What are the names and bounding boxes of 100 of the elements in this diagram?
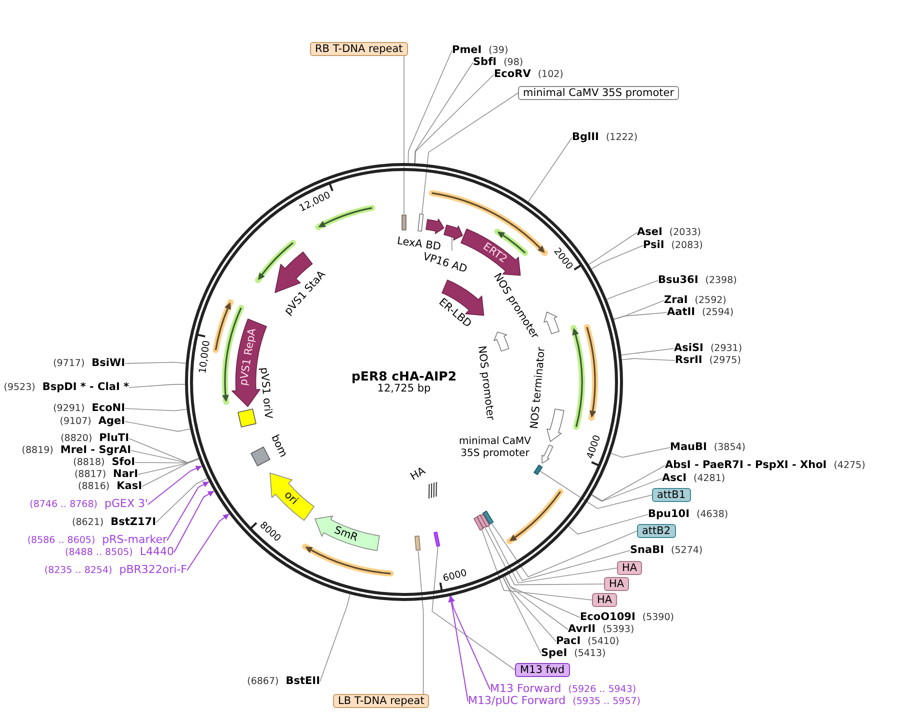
enzyme-name: PacI xyxy=(556,635,581,647)
primer-name: pBR322ori-F xyxy=(119,564,187,576)
site-position: (2592) xyxy=(694,295,726,307)
enzyme-name: AatII xyxy=(667,306,696,318)
enzyme-name: AseI xyxy=(637,226,662,238)
enzyme-name: BstEII xyxy=(286,675,320,687)
site-position: (4281) xyxy=(694,473,726,485)
site-position: (9717) xyxy=(53,358,85,370)
leader-line xyxy=(591,478,662,502)
leader-line xyxy=(620,348,674,356)
site-position: (8820) xyxy=(60,433,92,445)
leader-line xyxy=(414,62,474,164)
leader-line xyxy=(142,458,200,487)
leader-line xyxy=(568,514,648,535)
leader-line xyxy=(588,232,638,265)
primer-location: (8586 .. 8605) xyxy=(27,535,96,547)
leader-line xyxy=(124,408,188,412)
primer-name: pRS-marker xyxy=(102,534,167,546)
enzyme-name: EcoRV xyxy=(494,68,531,80)
site-position: (1222) xyxy=(606,132,638,144)
site-position: (98) xyxy=(504,57,524,69)
leader-line xyxy=(502,576,556,642)
leader-line xyxy=(130,450,200,464)
leader-line xyxy=(484,528,604,586)
enzyme-name: KasI xyxy=(116,480,142,492)
leader-line xyxy=(408,50,452,164)
leader-line xyxy=(166,481,210,541)
feature-label: minimal CaMV 35S promoter xyxy=(458,436,532,460)
leader-line xyxy=(148,466,202,505)
leader-line xyxy=(414,74,494,164)
scale-label: 10,000 xyxy=(197,340,212,374)
site-position: (5393) xyxy=(602,624,634,636)
enzyme-name: Bsu36I xyxy=(658,274,698,286)
feature-tag: attB2 xyxy=(637,524,676,538)
enzyme-name: MreI - SgrAI xyxy=(60,444,131,456)
scale-label: 4000 xyxy=(585,434,604,460)
enzyme-name: BspDI * - ClaI * xyxy=(42,381,129,393)
feature-tag: M13 fwd xyxy=(515,663,570,677)
enzyme-name: PluTI xyxy=(99,432,129,444)
leader-line xyxy=(613,312,668,320)
leader-line xyxy=(128,438,200,463)
leader-line xyxy=(502,576,542,654)
feature-tag: HA xyxy=(617,561,642,575)
site-position: (9291) xyxy=(53,403,85,415)
enzyme-name: RsrII xyxy=(675,354,702,366)
primer-name: M13/pUC Forward xyxy=(468,695,566,707)
plasmid-name: pER8 cHA-AIP2 xyxy=(351,369,457,382)
site-position: (5413) xyxy=(574,648,606,660)
leader-line xyxy=(613,300,664,320)
primer-location: (5926 .. 5943) xyxy=(568,684,636,696)
leader-line xyxy=(606,280,658,300)
site-position: (5410) xyxy=(588,636,620,648)
leader-line xyxy=(418,550,424,694)
feature-label: LexA BD xyxy=(396,235,442,253)
enzyme-name: BstZ17I xyxy=(110,516,156,528)
leader-line xyxy=(449,595,490,690)
leader-line xyxy=(124,421,190,432)
feature-label: bom xyxy=(268,432,290,460)
site-position: (2975) xyxy=(709,355,741,367)
leader-line xyxy=(422,92,518,214)
feature-label: NOS promoter xyxy=(475,345,496,421)
feature-tag: minimal CaMV 35S promoter xyxy=(518,86,680,100)
feature-label: ori xyxy=(282,488,300,508)
site-position: (8818) xyxy=(73,457,105,469)
site-position: (2083) xyxy=(671,240,703,252)
site-position: (2931) xyxy=(710,343,742,355)
primer-location: (8488 .. 8505) xyxy=(65,547,133,559)
site-position: (8621) xyxy=(72,517,104,529)
leader-line xyxy=(516,550,630,581)
feature-tag: HA xyxy=(592,593,618,607)
enzyme-name: AvrII xyxy=(568,623,596,635)
feature-label: VP16 AD xyxy=(421,250,468,276)
enzyme-name: ZraI xyxy=(664,294,688,306)
site-position: (5274) xyxy=(671,545,703,557)
leader-line xyxy=(492,524,638,578)
leader-line xyxy=(186,513,230,571)
leader-line xyxy=(591,465,666,502)
site-position: (39) xyxy=(488,45,508,57)
leader-line xyxy=(448,596,468,702)
enzyme-name: EcoNI xyxy=(92,402,125,414)
site-position: (2033) xyxy=(669,227,701,239)
site-position: (4638) xyxy=(696,509,728,521)
site-position: (9107) xyxy=(60,416,92,428)
enzyme-name: Bpu10I xyxy=(648,508,690,520)
site-position: (2398) xyxy=(705,275,737,287)
enzyme-name: NarI xyxy=(113,468,138,480)
enzyme-name: PmeI xyxy=(452,44,482,56)
site-position: (6867) xyxy=(247,676,279,688)
feature-tag: RB T-DNA repeat xyxy=(310,42,408,56)
enzyme-name: EcoO109I xyxy=(580,611,636,623)
plasmid-size: 12,725 bp xyxy=(377,382,431,395)
site-position: (3854) xyxy=(714,442,746,454)
site-position: (8819) xyxy=(22,445,54,457)
feature-label: pVS1 RepA xyxy=(238,328,258,386)
primer-location: (8746 .. 8768) xyxy=(30,499,98,511)
enzyme-name: AsiSI xyxy=(674,342,704,354)
enzyme-name: SnaBI xyxy=(630,544,664,556)
primer-location: (5935 .. 5957) xyxy=(572,696,641,708)
feature-label: pVS1 oriV xyxy=(258,366,274,420)
feature-label: SmR xyxy=(332,524,360,544)
